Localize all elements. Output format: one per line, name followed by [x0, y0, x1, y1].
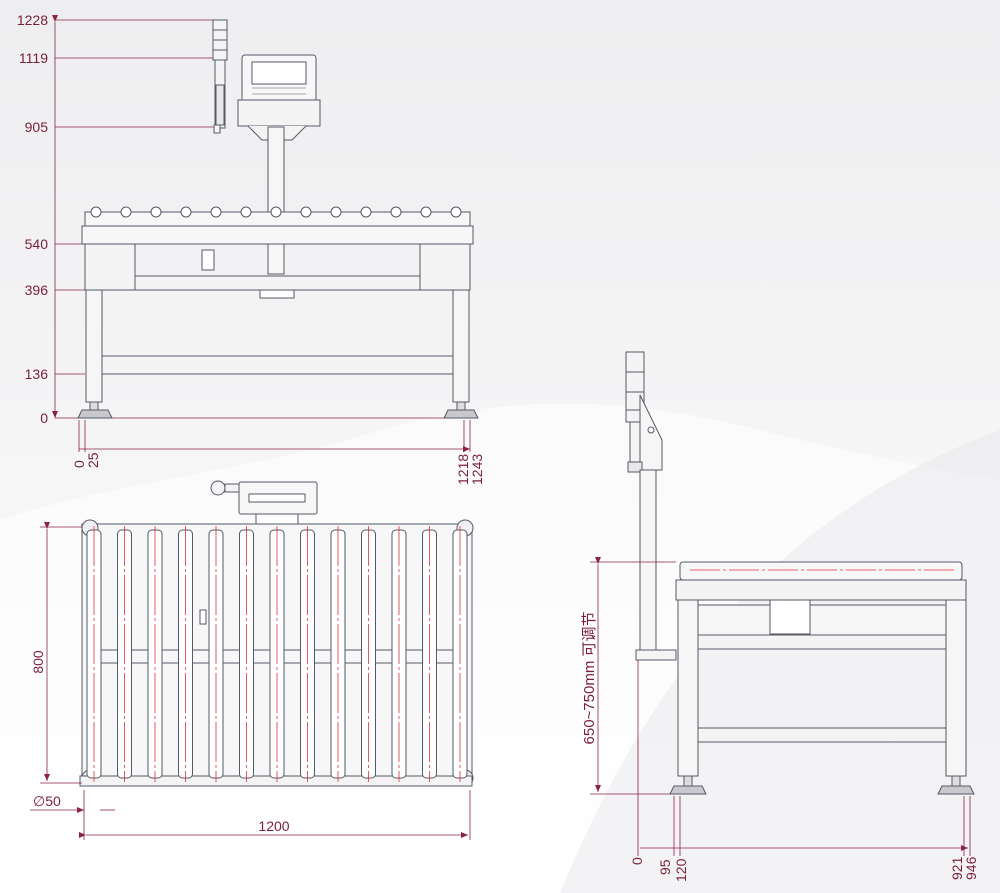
side-label-120: 120 — [673, 858, 689, 882]
top-view — [30, 480, 474, 840]
height-label-0: 0 — [40, 410, 48, 426]
width-label-1218: 1218 — [455, 454, 471, 485]
width-label-25: 25 — [85, 452, 101, 468]
side-label-0: 0 — [629, 857, 645, 865]
side-label-95: 95 — [657, 859, 673, 875]
height-label-136: 136 — [25, 366, 49, 382]
top-roller-group — [86, 526, 468, 782]
side-label-946: 946 — [963, 856, 979, 880]
front-roller-row — [90, 206, 462, 218]
height-label-1119: 1119 — [19, 50, 48, 66]
height-label-905: 905 — [25, 119, 49, 135]
depth-label: 800 — [30, 650, 46, 674]
front-view — [52, 15, 479, 452]
hill-shape-right — [560, 430, 1000, 893]
side-view — [590, 351, 975, 856]
roller-diameter-label: ∅50 — [33, 793, 61, 809]
adjust-range-label: 650~750mm 可调节 — [581, 612, 598, 745]
width-label-1243: 1243 — [469, 454, 485, 485]
side-label-921: 921 — [949, 856, 965, 880]
height-label-396: 396 — [25, 282, 49, 298]
height-label-1228: 1228 — [17, 12, 48, 28]
length-label: 1200 — [258, 818, 289, 834]
width-label-0: 0 — [71, 460, 87, 468]
height-label-540: 540 — [25, 236, 49, 252]
